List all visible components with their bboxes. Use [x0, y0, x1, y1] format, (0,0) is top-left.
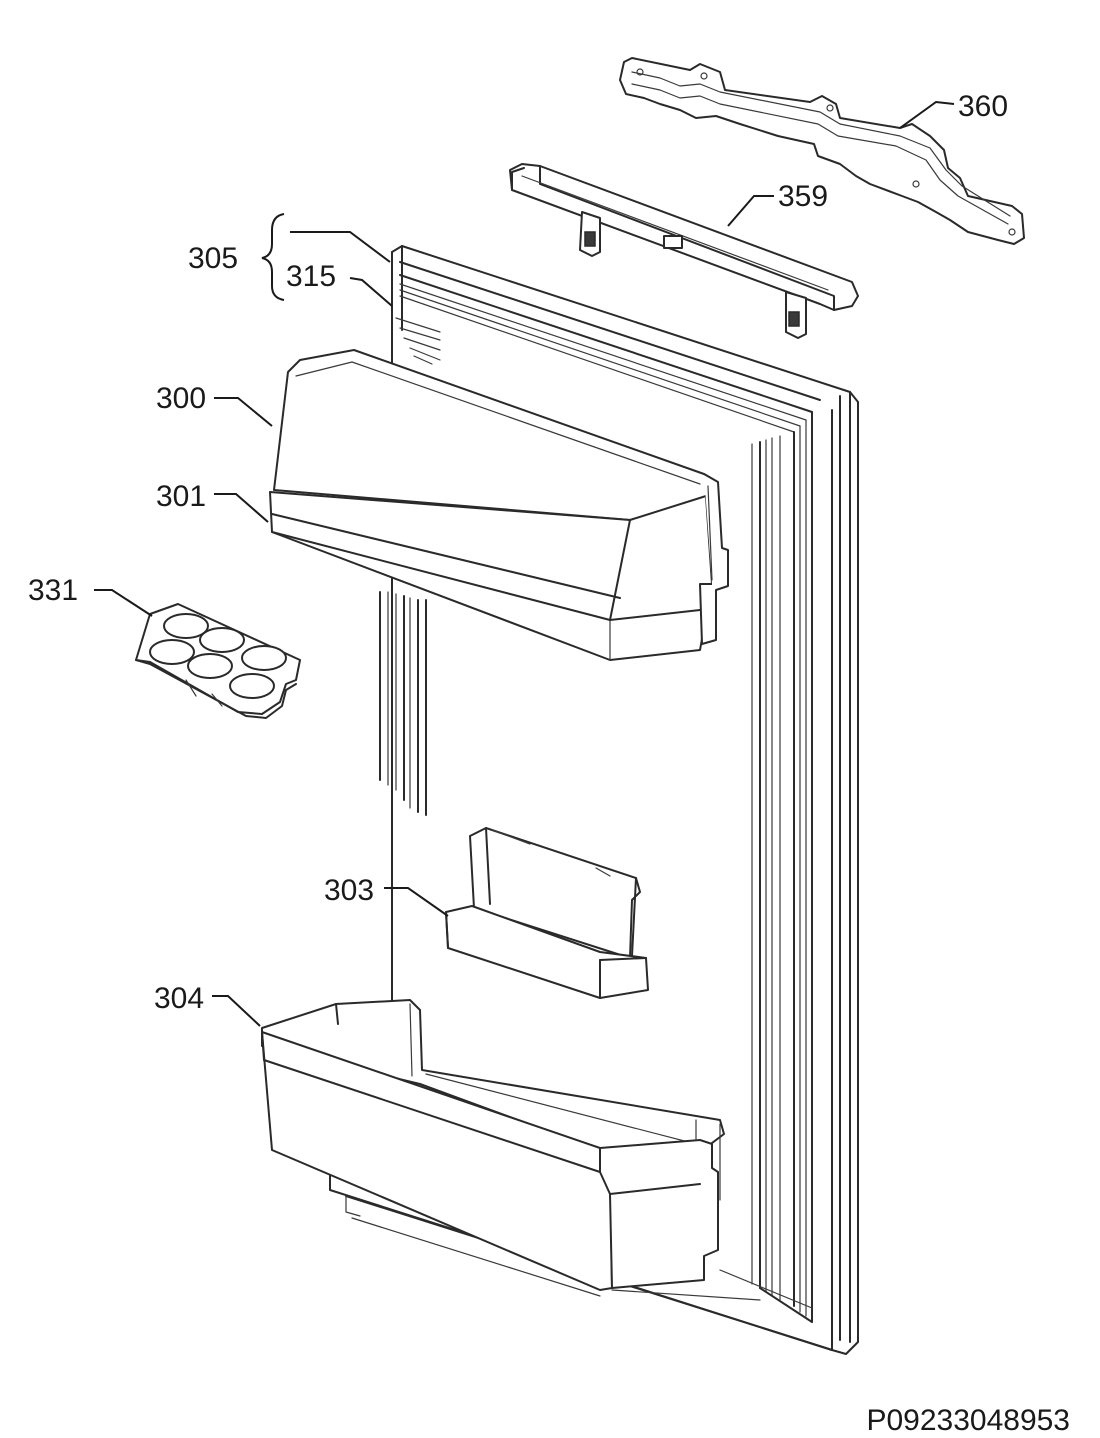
label-315: 315: [286, 260, 393, 307]
label-305: 305: [188, 213, 391, 301]
top-cover-359: [509, 163, 859, 339]
label-301: 301: [156, 480, 269, 523]
label-360: 360: [899, 90, 1008, 129]
bottom-shelf-304: [261, 999, 725, 1297]
egg-tray-331: [135, 603, 301, 719]
label-331: 331: [28, 574, 153, 617]
label-300: 300: [156, 382, 273, 427]
drawing-code: P09233048953: [866, 1404, 1070, 1437]
part-number-label: 301: [156, 480, 206, 513]
part-number-label: 304: [154, 982, 204, 1015]
small-shelf-303: [445, 827, 649, 999]
part-number-label: 315: [286, 260, 336, 293]
upper-compartment-300-301: [269, 349, 729, 661]
part-number-label: 305: [188, 242, 238, 275]
label-304: 304: [154, 982, 261, 1027]
part-number-label: 331: [28, 574, 78, 607]
part-number-label: 303: [324, 874, 374, 907]
part-number-label: 360: [958, 90, 1008, 123]
label-303: 303: [324, 874, 449, 917]
part-number-label: 300: [156, 382, 206, 415]
part-number-label: 359: [778, 180, 828, 213]
label-359: 359: [727, 180, 828, 227]
hinge-bracket-360: [619, 57, 1025, 245]
